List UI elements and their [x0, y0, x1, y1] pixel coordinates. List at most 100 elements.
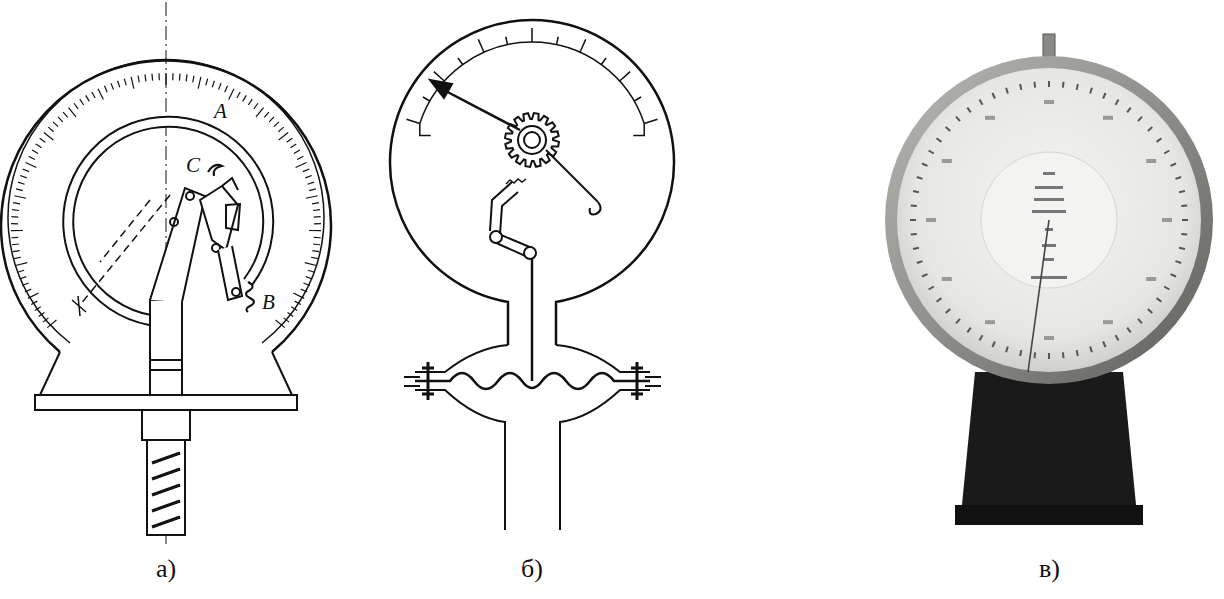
dial-print-blur — [1042, 244, 1056, 247]
dial-mark — [1137, 116, 1143, 122]
dial-number-blur — [1044, 100, 1054, 104]
scale-tick — [118, 81, 120, 88]
dial-mark — [911, 233, 917, 236]
dial-mark — [1033, 82, 1036, 88]
scale-tick — [16, 189, 23, 191]
scale-tick — [63, 112, 68, 117]
dial-mark — [1089, 346, 1093, 352]
scale-tick — [287, 138, 293, 142]
dial-mark — [936, 137, 942, 142]
scale-tick — [303, 283, 309, 286]
bourdon-gauge — [1, 2, 331, 545]
scale-tick — [86, 95, 90, 101]
part-letter: C — [186, 154, 200, 177]
dial-mark — [979, 99, 984, 105]
scale-tick — [248, 99, 252, 105]
dial-mark — [1126, 327, 1131, 333]
dial-number-blur — [1162, 218, 1172, 222]
scale-tick — [634, 97, 641, 101]
scale-tick — [124, 79, 126, 86]
scale-tick — [11, 230, 23, 231]
scale-tick — [306, 277, 313, 279]
scale-tick — [314, 216, 321, 218]
scale-tick — [53, 122, 58, 127]
dial-mark — [911, 204, 917, 207]
dial-mark — [1179, 190, 1185, 193]
scale-end — [420, 124, 431, 136]
scale-arc — [420, 42, 644, 124]
dial-mark — [1181, 204, 1187, 207]
dial-number-blur — [942, 277, 952, 281]
scale-tick — [20, 175, 27, 177]
scale-tick — [104, 86, 107, 92]
scale-tick — [172, 73, 174, 80]
scale-tick — [620, 72, 630, 81]
dial-mark — [928, 286, 934, 291]
thread-line — [152, 469, 180, 479]
scale-tick — [312, 203, 319, 204]
scale-tick — [295, 301, 301, 304]
thread-line — [152, 517, 180, 527]
dial-print-blur — [1035, 186, 1063, 189]
dial-mark — [1156, 297, 1162, 302]
dial-mark — [922, 163, 928, 167]
scale-tick — [20, 277, 27, 279]
dial-mark — [1170, 273, 1176, 277]
scale-tick — [308, 270, 315, 272]
dial-mark — [1156, 137, 1162, 142]
dial-mark — [1019, 350, 1022, 356]
dial-mark — [955, 116, 961, 122]
dial-mark — [1115, 335, 1120, 341]
scale-end — [633, 124, 644, 136]
scale-tick — [256, 108, 264, 117]
dial-mark — [1076, 350, 1079, 356]
scale-tick — [294, 150, 300, 154]
dial-mark — [1005, 87, 1009, 93]
scale-tick — [303, 169, 309, 172]
thread-line — [152, 453, 180, 463]
scale-tick — [165, 73, 166, 85]
dial-mark — [1102, 93, 1106, 99]
scale-tick — [580, 39, 586, 52]
dial-mark — [1115, 99, 1120, 105]
dial-number-blur — [1044, 336, 1054, 340]
figure-caption: в) — [1039, 555, 1060, 584]
dial-number-blur — [985, 320, 995, 324]
scale-tick — [276, 320, 285, 328]
scale-tick — [35, 307, 41, 311]
scale-tick — [279, 133, 288, 140]
scale-tick — [237, 92, 240, 98]
scale-tick — [305, 175, 312, 177]
dial-number-blur — [1146, 277, 1156, 281]
scale-tick — [311, 257, 318, 258]
dial-mark — [1164, 150, 1170, 155]
part-letter: A — [214, 100, 227, 123]
dial-mark — [1102, 341, 1106, 347]
scale-tick — [219, 83, 221, 90]
scale-tick — [243, 95, 247, 101]
dial-mark — [966, 107, 971, 113]
scale-tick — [68, 108, 76, 117]
scale-tick — [297, 156, 303, 159]
dial-mark — [913, 247, 919, 250]
scale-tick — [296, 162, 307, 167]
dial-print-blur — [1031, 276, 1067, 279]
dial-mark — [1137, 318, 1143, 324]
scale-tick — [212, 81, 214, 88]
dial-mark — [1048, 81, 1050, 87]
scale-tick — [44, 133, 53, 140]
scale-tick — [47, 320, 56, 328]
scale-tick — [12, 209, 19, 211]
scale-tick — [288, 312, 294, 316]
scale-tick — [131, 77, 134, 89]
scale-tick — [274, 122, 279, 127]
scale-tick — [151, 74, 153, 81]
dial-mark — [955, 318, 961, 324]
dial-mark — [1019, 84, 1022, 90]
dial-mark — [1164, 286, 1170, 291]
dial-mark — [1175, 176, 1181, 180]
scale-tick — [48, 127, 53, 132]
scale-tick — [312, 251, 319, 252]
dial-number-blur — [1103, 320, 1113, 324]
